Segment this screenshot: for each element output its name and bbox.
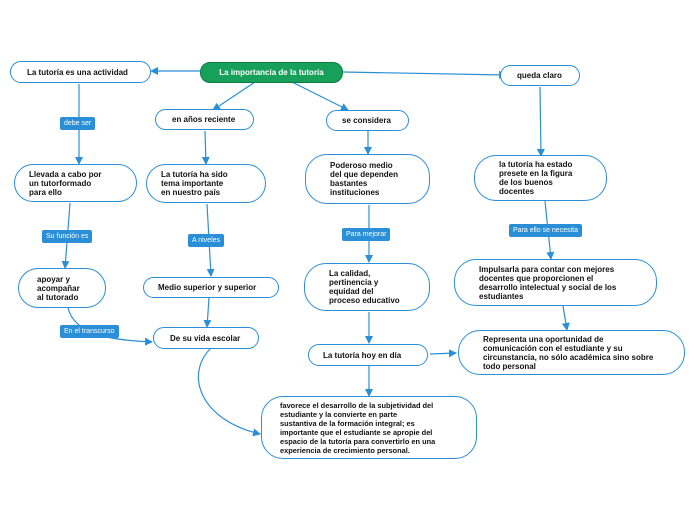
edge-vida-favorece — [197, 348, 261, 437]
edge-anos-sido — [201, 130, 210, 165]
node-apoyar[interactable]: apoyar y acompañar al tutorado — [18, 268, 106, 308]
node-considera[interactable]: se considera — [326, 110, 409, 131]
node-calidad[interactable]: La calidad, pertinencia y equidad del pr… — [304, 263, 430, 311]
edge-root-anos — [212, 81, 256, 111]
node-estado[interactable]: la tutoría ha estado presete en la figur… — [474, 155, 607, 201]
edge-hoy-representa — [429, 349, 457, 358]
label-funcion: Su función es — [42, 230, 93, 243]
label-necesita: Para ello se necesita — [509, 224, 582, 237]
label-debe-ser: debe ser — [60, 117, 96, 130]
label-transcurso: En el transcurso — [60, 325, 119, 338]
node-sido[interactable]: La tutoría ha sido tema importante en nu… — [146, 164, 266, 203]
root-node[interactable]: La importancia de la tutoría — [200, 62, 343, 83]
node-llevada[interactable]: Llevada a cabo por un tutorformado para … — [14, 164, 137, 202]
node-claro[interactable]: queda claro — [500, 65, 580, 86]
edge-root-considera — [291, 81, 349, 111]
label-mejorar: Para mejorar — [342, 228, 391, 241]
node-hoy[interactable]: La tutoría hoy en día — [308, 344, 428, 366]
node-representa[interactable]: Representa una oportunidad de comunicaci… — [458, 330, 685, 375]
node-impulsarla[interactable]: Impulsarla para contar con mejores docen… — [454, 259, 657, 306]
node-medio[interactable]: Medio superior y superior — [143, 277, 279, 298]
node-actividad[interactable]: La tutoría es una actividad — [10, 61, 151, 83]
edge-root-claro — [342, 70, 507, 79]
label-niveles: A niveles — [188, 234, 225, 247]
node-favorece[interactable]: favorece el desarrollo de la subjetivida… — [261, 396, 477, 459]
edge-claro-estado — [536, 86, 545, 157]
node-poderoso[interactable]: Poderoso medio del que dependen bastante… — [305, 154, 430, 204]
edge-medio-vida — [203, 297, 212, 328]
edge-impulsarla-representa — [561, 305, 570, 331]
node-vida[interactable]: De su vida escolar — [153, 327, 259, 349]
node-anos[interactable]: en años reciente — [155, 109, 254, 130]
